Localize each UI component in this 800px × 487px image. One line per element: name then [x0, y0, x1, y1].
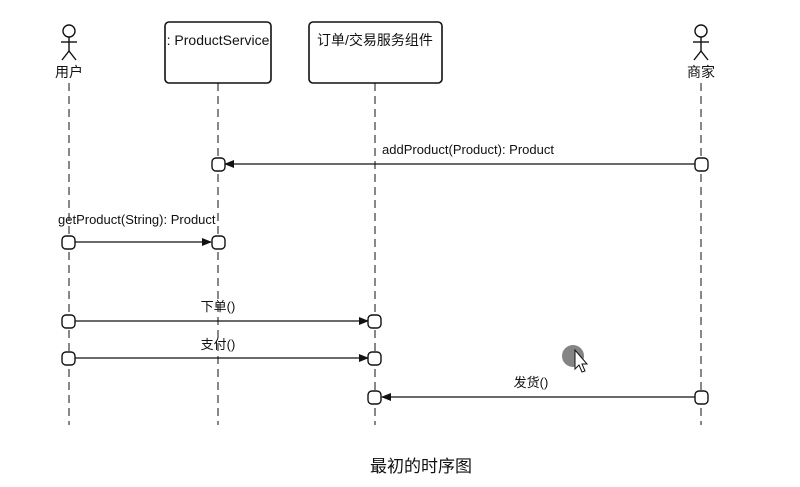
activation-node — [694, 157, 709, 172]
mouse-cursor-icon — [562, 345, 589, 373]
activation-node — [694, 390, 709, 405]
ship-label: 发货() — [514, 375, 549, 390]
activation-node — [211, 157, 226, 172]
activation-node — [61, 314, 76, 329]
diagram-caption: 最初的时序图 — [370, 457, 472, 476]
activation-node — [61, 235, 76, 250]
get-product-label: getProduct(String): Product — [58, 212, 216, 227]
product-service-label: : ProductService — [167, 32, 270, 48]
pay-label: 支付() — [201, 337, 236, 352]
activation-node — [367, 351, 382, 366]
activation-node — [367, 314, 382, 329]
activation-node — [367, 390, 382, 405]
merchant-actor-icon — [693, 24, 709, 61]
user-actor-label: 用户 — [55, 64, 83, 80]
place-order-label: 下单() — [201, 299, 236, 314]
order-component-label: 订单/交易服务组件 — [317, 32, 433, 48]
merchant-actor-label: 商家 — [687, 64, 715, 80]
activation-node — [61, 351, 76, 366]
user-actor-icon — [61, 24, 77, 61]
activation-node — [211, 235, 226, 250]
add-product-label: addProduct(Product): Product — [382, 142, 554, 157]
